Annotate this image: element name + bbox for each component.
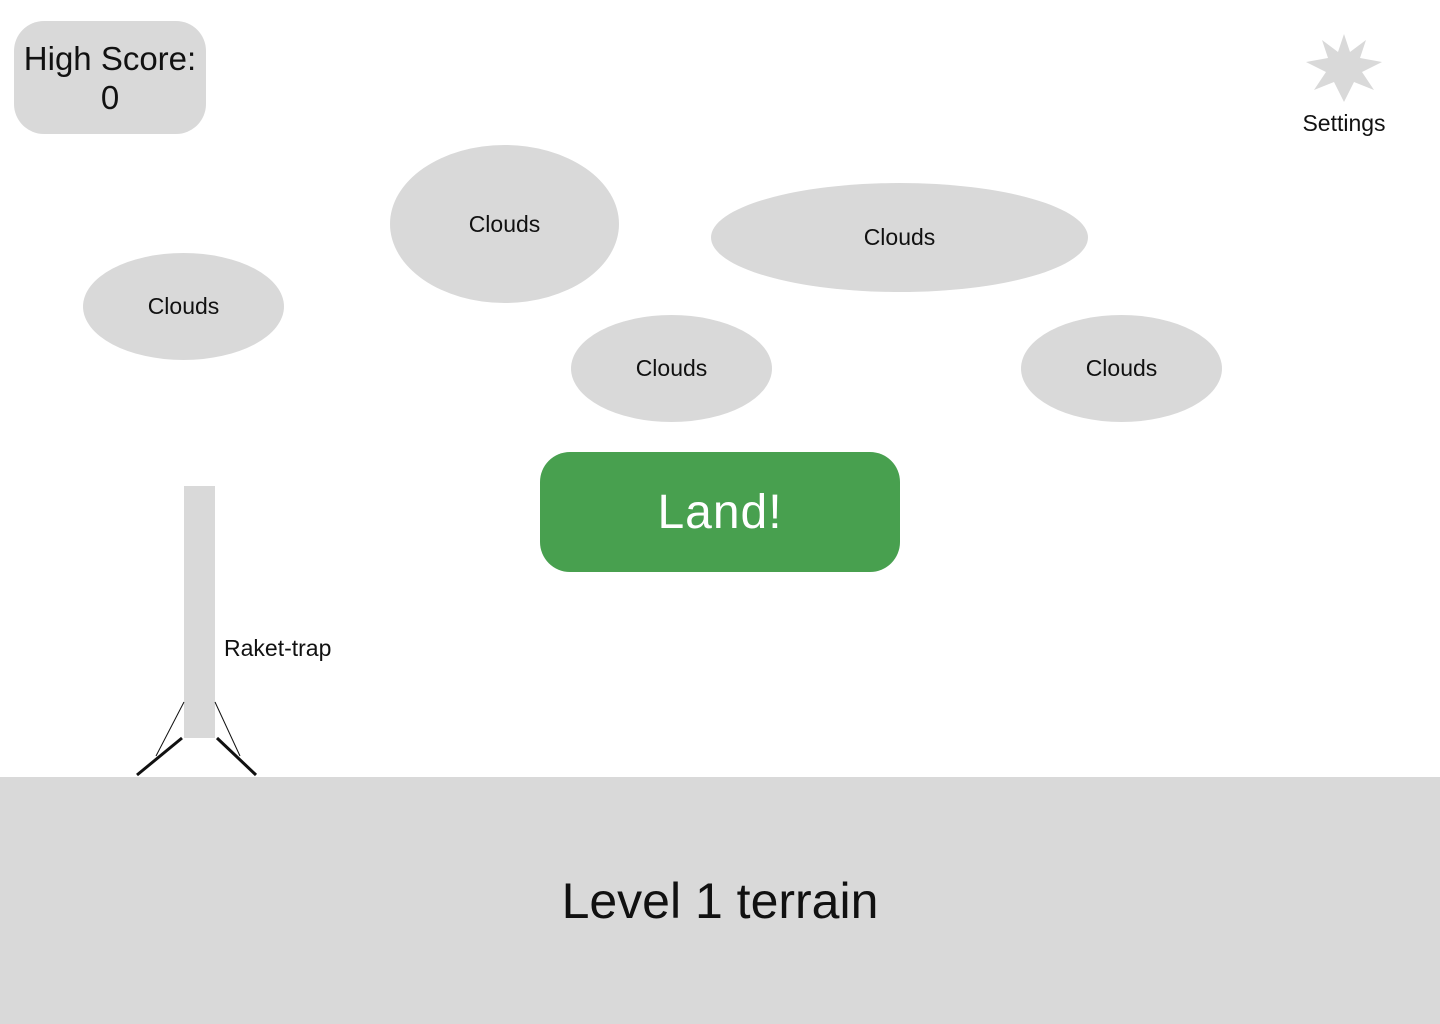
rocket-label: Raket-trap bbox=[224, 635, 332, 661]
rocket-leg-right bbox=[215, 736, 258, 777]
terrain: Level 1 terrain bbox=[0, 777, 1440, 1024]
cloud-label: Clouds bbox=[468, 210, 541, 237]
rocket-body bbox=[184, 486, 215, 738]
high-score-value: 0 bbox=[100, 78, 120, 116]
rocket-leg-strut-right bbox=[214, 701, 241, 757]
cloud-label: Clouds bbox=[863, 224, 936, 250]
cloud: Clouds bbox=[390, 145, 619, 303]
rocket-leg-strut-left bbox=[155, 701, 185, 757]
cloud: Clouds bbox=[83, 253, 284, 360]
cloud-label: Clouds bbox=[147, 293, 220, 319]
cloud: Clouds bbox=[711, 183, 1088, 292]
land-button[interactable]: Land! bbox=[540, 452, 900, 572]
settings-label: Settings bbox=[1302, 110, 1386, 136]
high-score-panel: High Score: 0 bbox=[14, 21, 206, 134]
settings-starburst-icon bbox=[1306, 34, 1382, 102]
rocket bbox=[136, 486, 258, 777]
cloud-label: Clouds bbox=[635, 355, 708, 381]
cloud: Clouds bbox=[571, 315, 772, 422]
high-score-label: High Score: bbox=[23, 39, 197, 77]
cloud: Clouds bbox=[1021, 315, 1222, 422]
cloud-label: Clouds bbox=[1085, 355, 1158, 381]
rocket-leg-left bbox=[136, 736, 183, 777]
terrain-label: Level 1 terrain bbox=[561, 872, 879, 929]
settings-button[interactable]: Settings bbox=[1290, 32, 1398, 148]
